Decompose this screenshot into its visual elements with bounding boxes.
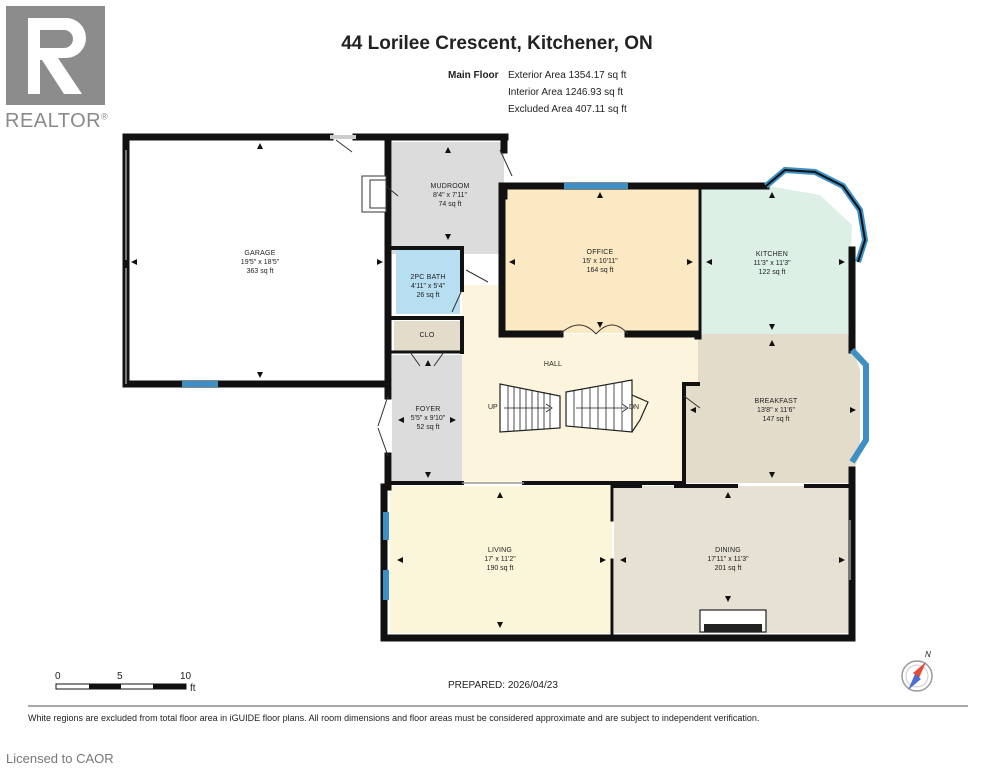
garage-walls xyxy=(122,133,509,388)
realtor-r-icon xyxy=(6,6,105,105)
stairs-down-label: DN xyxy=(629,404,640,411)
bath-fill xyxy=(396,250,460,314)
staircase xyxy=(499,379,649,433)
scale-unit: ft xyxy=(190,683,196,694)
license-text: Licensed to CAOR xyxy=(6,751,114,766)
exterior-area: Exterior Area 1354.17 sq ft xyxy=(508,70,627,81)
living-fill xyxy=(390,486,612,633)
kitchen-fill xyxy=(700,186,852,334)
clo-fill xyxy=(394,321,460,351)
interior-area: Interior Area 1246.93 sq ft xyxy=(508,87,624,98)
scale-five: 5 xyxy=(117,671,123,682)
stairs-up-label: UP xyxy=(488,404,498,411)
realtor-logo: REALTOR® xyxy=(0,0,120,135)
dining-fill xyxy=(614,486,850,633)
floor-label: Main Floor xyxy=(448,70,499,81)
realtor-wordmark: REALTOR® xyxy=(5,110,109,132)
compass-icon xyxy=(901,660,933,692)
breakfast-fill xyxy=(684,334,860,483)
room-hall: HALL xyxy=(543,361,563,368)
scale-bar xyxy=(55,683,187,690)
property-title: 44 Lorilee Crescent, Kitchener, ON xyxy=(341,33,653,54)
scale-zero: 0 xyxy=(55,671,61,682)
room-clo: CLO xyxy=(419,332,435,339)
disclaimer-note: White regions are excluded from total fl… xyxy=(28,713,760,723)
prepared-date: PREPARED: 2026/04/23 xyxy=(448,680,558,691)
scale-ten: 10 xyxy=(180,671,192,682)
upper-walls xyxy=(498,182,770,340)
compass-north-label: N xyxy=(925,650,931,659)
office-fill xyxy=(504,188,698,333)
excluded-area: Excluded Area 407.11 sq ft xyxy=(508,104,627,115)
